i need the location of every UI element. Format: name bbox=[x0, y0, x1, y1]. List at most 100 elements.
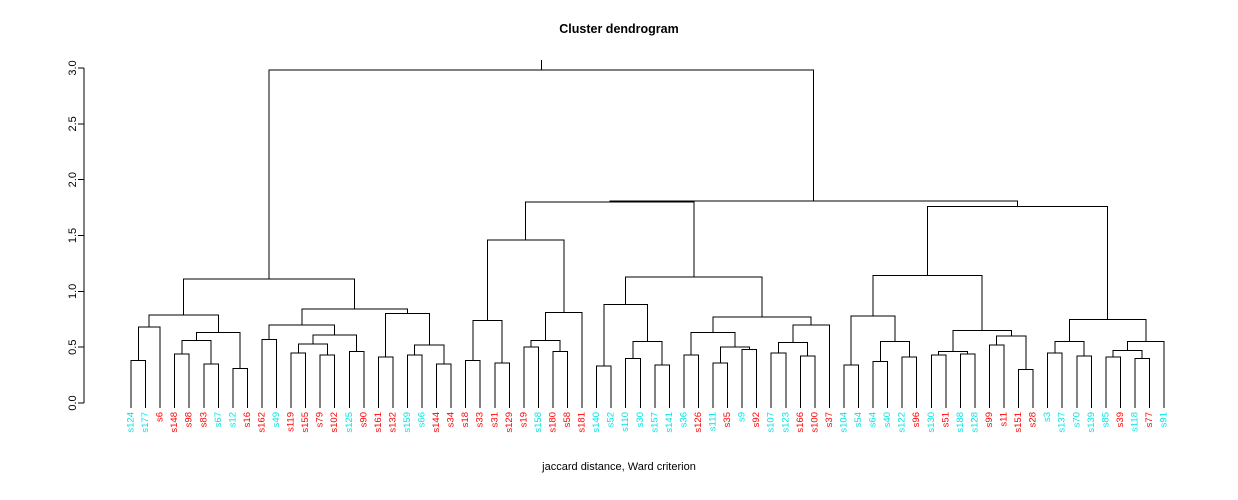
leaf-label: s70 bbox=[1071, 412, 1082, 427]
leaf-label: s33 bbox=[475, 412, 486, 427]
leaf-label: s96 bbox=[911, 412, 922, 427]
leaf-label: s64 bbox=[868, 412, 879, 427]
leaf-label: s30 bbox=[635, 412, 646, 427]
leaf-label: s54 bbox=[853, 412, 864, 427]
leaf-label: s161 bbox=[373, 412, 384, 433]
leaf-label: s39 bbox=[1115, 412, 1126, 427]
leaf-label: s166 bbox=[795, 412, 806, 433]
dendrogram-branch bbox=[130, 360, 147, 403]
leaf-label: s40 bbox=[882, 412, 893, 427]
leaf-label: s159 bbox=[402, 412, 413, 433]
leaf-label: s36 bbox=[678, 412, 689, 427]
leaf-label: s125 bbox=[344, 412, 355, 433]
dendrogram-branch bbox=[377, 356, 394, 403]
leaf-label: s129 bbox=[504, 412, 515, 433]
dendrogram-branch bbox=[472, 319, 503, 363]
dendrogram-branch bbox=[625, 276, 763, 318]
leaf-label: s90 bbox=[358, 412, 369, 427]
leaf-label: s139 bbox=[1086, 412, 1097, 433]
leaf-label: s3 bbox=[1042, 412, 1053, 422]
dendrogram-branch bbox=[486, 239, 565, 321]
leaf-label: s85 bbox=[1100, 412, 1111, 427]
leaf-label: s158 bbox=[533, 412, 544, 433]
leaf-label: s77 bbox=[1144, 412, 1155, 427]
dendrogram-branch bbox=[712, 316, 812, 333]
leaf-label: s148 bbox=[169, 412, 180, 433]
leaf-label: s141 bbox=[664, 412, 675, 433]
leaf-label: s16 bbox=[242, 412, 253, 427]
leaf-label: s58 bbox=[562, 412, 573, 427]
dendrogram-branch bbox=[174, 353, 190, 403]
leaf-label: s151 bbox=[1013, 412, 1024, 433]
y-axis-tick-label: 0.5 bbox=[67, 340, 79, 355]
dendrogram-branch bbox=[436, 363, 452, 403]
leaf-label: s83 bbox=[198, 412, 209, 427]
leaf-label: s35 bbox=[722, 412, 733, 427]
leaf-label: s110 bbox=[620, 412, 631, 432]
leaf-label: s177 bbox=[140, 412, 151, 433]
y-axis-tick-label: 2.0 bbox=[67, 172, 79, 187]
leaf-label: s11 bbox=[999, 412, 1010, 427]
dendrogram-branch bbox=[959, 353, 976, 403]
leaf-label: s99 bbox=[984, 412, 995, 427]
y-axis-tick-label: 1.5 bbox=[67, 228, 79, 243]
leaf-label: s123 bbox=[780, 412, 791, 433]
dendrogram-branch bbox=[1105, 356, 1121, 403]
dendrogram-branch bbox=[465, 360, 481, 403]
leaf-label: s49 bbox=[271, 412, 282, 427]
y-axis-tick-label: 0.0 bbox=[67, 395, 79, 410]
leaf-label: s130 bbox=[926, 412, 937, 433]
leaf-label: s137 bbox=[1057, 412, 1068, 433]
leaf-label: s188 bbox=[955, 412, 966, 433]
leaf-label: s100 bbox=[809, 412, 820, 433]
leaf-label: s19 bbox=[518, 412, 529, 427]
dendrogram-branch bbox=[297, 343, 328, 355]
dendrogram-branch bbox=[719, 346, 750, 363]
leaf-label: s111 bbox=[708, 412, 719, 431]
y-axis-tick-label: 2.5 bbox=[67, 116, 79, 131]
dendrogram-branch bbox=[181, 339, 212, 364]
dendrogram-branch bbox=[203, 363, 219, 403]
y-axis: 0.0 0.5 1.0 1.5 2.0 2.5 3.0 bbox=[67, 60, 85, 411]
leaf-label: s102 bbox=[329, 412, 340, 433]
leaf-label: s34 bbox=[446, 412, 457, 427]
leaf-label: s66 bbox=[417, 412, 428, 427]
dendrogram-branch bbox=[952, 329, 1012, 352]
leaf-label: s118 bbox=[1129, 412, 1140, 432]
leaf-label: s107 bbox=[766, 412, 777, 433]
leaf-label: s92 bbox=[751, 412, 762, 427]
dendrogram-branch bbox=[385, 313, 430, 358]
leaf-label: s162 bbox=[256, 412, 267, 433]
leaf-label: s181 bbox=[577, 412, 588, 433]
leaf-label: s18 bbox=[460, 412, 471, 427]
leaf-label: s6 bbox=[155, 412, 166, 422]
dendrogram-branch bbox=[1112, 350, 1143, 359]
dendrogram-branch bbox=[530, 339, 561, 352]
leaf-label: s52 bbox=[606, 412, 617, 427]
page-title: Cluster dendrogram bbox=[559, 22, 678, 36]
leaf-label: s37 bbox=[824, 412, 835, 427]
leaf-label: s119 bbox=[286, 412, 297, 432]
y-axis-tick-label: 3.0 bbox=[67, 60, 79, 75]
dendrogram-tree bbox=[130, 60, 1165, 403]
leaf-label: s140 bbox=[591, 412, 602, 433]
leaf-label: s122 bbox=[897, 412, 908, 433]
dendrogram-branch bbox=[901, 356, 918, 403]
leaf-label: s51 bbox=[940, 412, 951, 427]
leaf-label: s155 bbox=[300, 412, 311, 433]
leaf-label: s91 bbox=[1159, 412, 1170, 427]
leaf-label: s9 bbox=[737, 412, 748, 422]
leaf-label: s104 bbox=[838, 412, 849, 433]
dendrogram-branch bbox=[927, 205, 1109, 320]
leaf-label: s157 bbox=[649, 412, 660, 433]
y-axis-tick-label: 1.0 bbox=[67, 284, 79, 299]
leaf-label: s67 bbox=[213, 412, 224, 427]
leaf-label: s124 bbox=[126, 412, 137, 433]
leaf-label: s144 bbox=[431, 412, 442, 433]
leaf-label: s126 bbox=[693, 412, 704, 433]
leaf-label: s180 bbox=[547, 412, 558, 433]
leaf-label: s132 bbox=[387, 412, 398, 433]
